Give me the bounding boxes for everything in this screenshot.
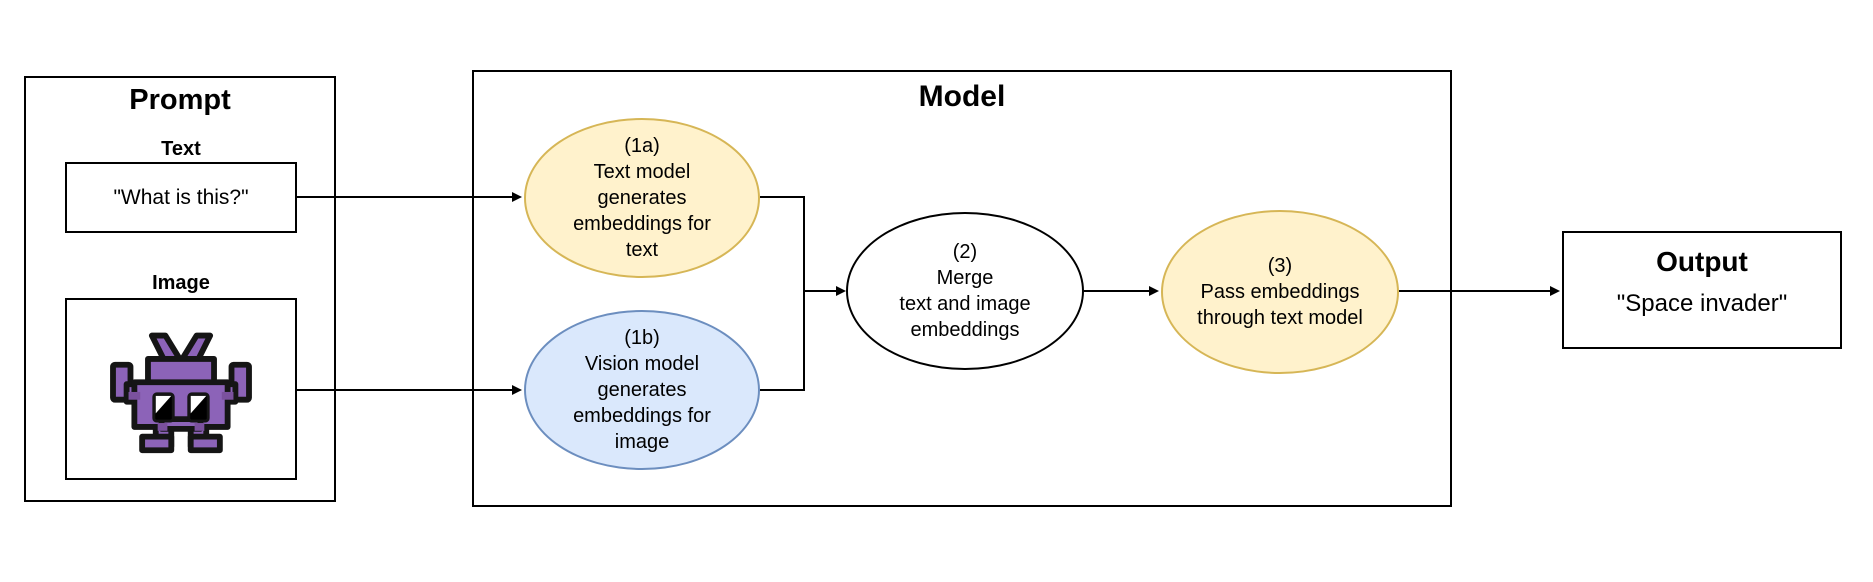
text-section-label: Text bbox=[161, 138, 201, 160]
output-title: Output bbox=[1656, 246, 1748, 277]
prompt-panel bbox=[24, 76, 336, 502]
text-prompt-value: "What is this?" bbox=[113, 185, 249, 209]
node-pass-embeddings: (3) Pass embeddings through text model bbox=[1161, 210, 1399, 374]
node-merge-embeddings: (2) Merge text and image embeddings bbox=[846, 212, 1084, 370]
image-prompt-box bbox=[65, 298, 297, 480]
output-value: "Space invader" bbox=[1616, 290, 1788, 317]
node-text-embeddings-label: (1a) Text model generates embeddings for… bbox=[573, 135, 711, 261]
space-invader-icon bbox=[110, 332, 252, 454]
prompt-title: Prompt bbox=[129, 84, 231, 116]
invader-eyes bbox=[152, 392, 210, 423]
model-panel bbox=[472, 70, 1452, 507]
invader-foot-right bbox=[187, 433, 223, 454]
invader-shading bbox=[128, 391, 234, 431]
text-prompt-box: "What is this?" bbox=[65, 162, 297, 233]
node-pass-embeddings-label: (3) Pass embeddings through text model bbox=[1197, 255, 1363, 329]
node-merge-embeddings-label: (2) Merge text and image embeddings bbox=[899, 241, 1031, 341]
invader-foot-left bbox=[139, 433, 175, 454]
output-panel bbox=[1562, 231, 1842, 349]
node-vision-embeddings-label: (1b) Vision model generates embeddings f… bbox=[573, 327, 711, 453]
image-section-label: Image bbox=[152, 272, 210, 294]
model-title: Model bbox=[918, 80, 1006, 113]
node-vision-embeddings: (1b) Vision model generates embeddings f… bbox=[524, 310, 760, 470]
node-text-embeddings: (1a) Text model generates embeddings for… bbox=[524, 118, 760, 278]
